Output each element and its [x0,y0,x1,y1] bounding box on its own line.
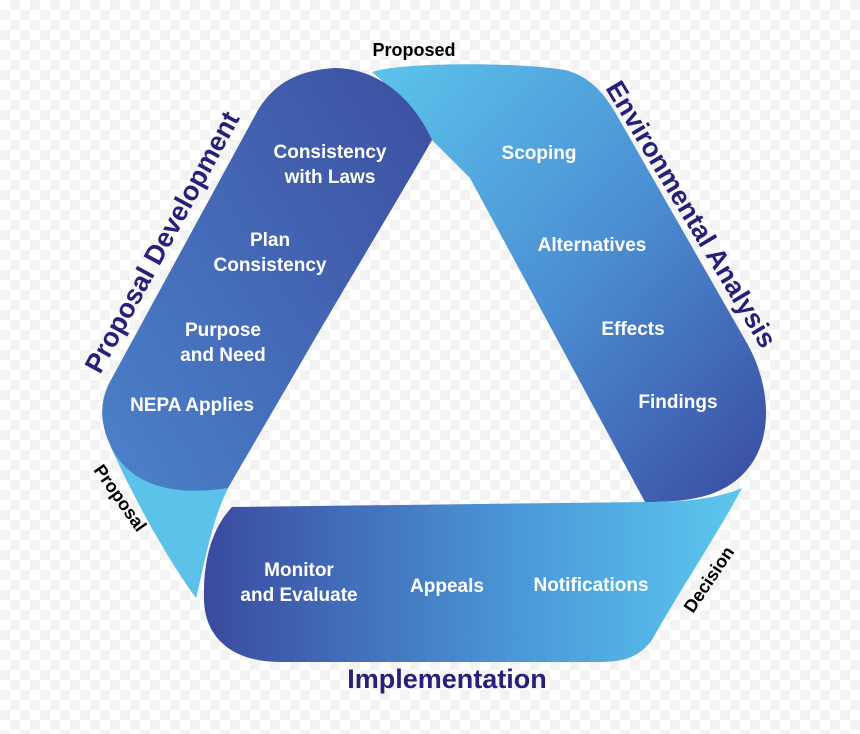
step-notifications: Notifications [533,575,648,596]
implementation-title: Implementation [347,664,547,694]
step-consistency-with-laws-line1: Consistency [274,142,387,163]
corner-label-proposed: Proposed [372,40,455,60]
step-consistency-with-laws-line2: with Laws [284,167,376,188]
step-alternatives: Alternatives [538,235,647,256]
step-findings: Findings [638,392,717,413]
implementation-band [203,488,743,662]
step-purpose-and-need-line1: Purpose [185,320,261,341]
step-monitor-and-evaluate-line1: Monitor [264,560,334,581]
step-purpose-and-need-line2: and Need [180,345,266,366]
step-effects: Effects [601,319,664,340]
environmental-analysis-band [372,64,767,502]
step-scoping: Scoping [502,143,577,164]
step-plan-consistency-line2: Consistency [214,255,327,276]
step-monitor-and-evaluate-line2: and Evaluate [240,585,357,606]
proposal-development-tail [108,440,228,598]
step-nepa-applies: NEPA Applies [130,395,254,416]
step-plan-consistency-line1: Plan [250,230,290,251]
step-appeals: Appeals [410,576,484,597]
proposal-development-band [102,68,433,598]
